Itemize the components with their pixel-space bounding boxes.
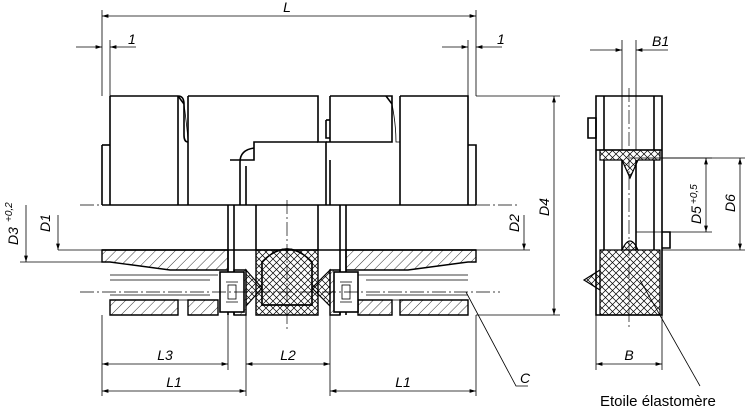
label-L: L — [283, 0, 291, 15]
label-D4: D4 — [536, 198, 552, 216]
side-view — [80, 95, 520, 330]
label-D1: D1 — [37, 214, 53, 232]
label-L2: L2 — [280, 347, 296, 363]
label-D6: D6 — [722, 194, 738, 212]
dimension-labels: L 1 1 B1 D3 +0,2 D1 D2 D4 D5 +0,5 D6 L3 … — [4, 0, 738, 410]
label-D5-tolerance: +0,5 — [689, 184, 700, 204]
label-B1: B1 — [652, 33, 669, 49]
label-1-left: 1 — [128, 31, 136, 47]
label-1-right: 1 — [497, 31, 505, 47]
label-elastomer-star: Etoile élastomère — [600, 393, 716, 410]
label-D2: D2 — [506, 214, 522, 232]
label-L1-left: L1 — [166, 374, 182, 390]
label-C: C — [520, 370, 531, 386]
label-D5: D5 — [688, 206, 704, 224]
label-B: B — [624, 347, 633, 363]
label-D3-tolerance: +0,2 — [4, 202, 15, 222]
left-hub — [101, 95, 327, 205]
label-L3: L3 — [157, 347, 173, 363]
right-hub — [325, 95, 477, 205]
end-view — [582, 88, 671, 330]
label-L1-right: L1 — [395, 374, 411, 390]
label-D3: D3 — [5, 227, 21, 245]
dimension-lines — [20, 10, 745, 396]
